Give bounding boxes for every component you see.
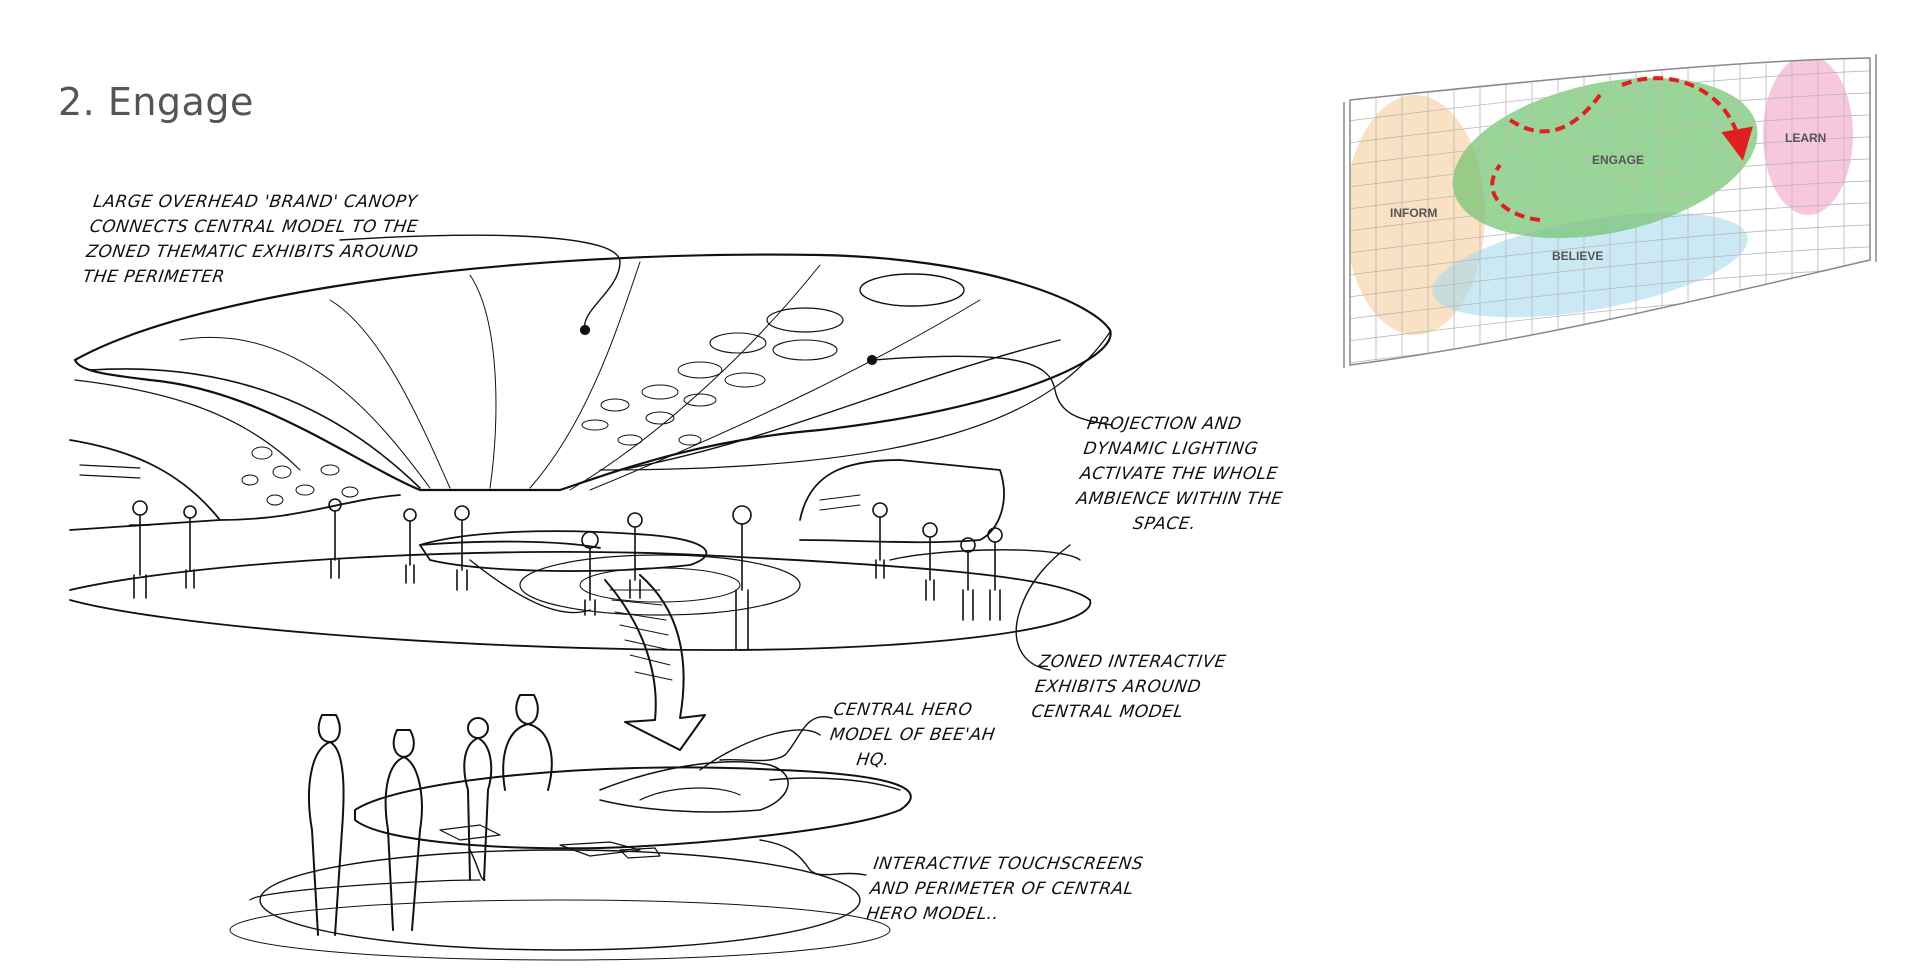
person <box>732 505 752 651</box>
people-closeup <box>308 694 553 936</box>
annotation-line: PROJECTION AND <box>1085 414 1243 434</box>
people-sketch <box>129 498 1003 651</box>
annotation-canopy: LARGE OVERHEAD 'BRAND' CANOPY CONNECTS C… <box>81 190 495 290</box>
grid-line <box>1350 91 1870 145</box>
annotation-touchscreens: INTERACTIVE TOUCHSCREENS AND PERIMETER O… <box>865 852 1206 927</box>
annotation-line: CONNECTS CENTRAL MODEL TO THE <box>88 217 420 237</box>
visitor-flow-arrow <box>1490 76 1740 222</box>
annotation-line: HERO MODEL.. <box>865 904 1001 924</box>
annotation-line: SPACE. <box>1131 514 1198 534</box>
grid-line <box>1350 113 1870 167</box>
annotation-line: ZONED INTERACTIVE <box>1037 652 1228 672</box>
annotation-line: EXHIBITS AROUND <box>1033 677 1203 697</box>
annotation-line: ZONED THEMATIC EXHIBITS AROUND <box>84 242 420 262</box>
annotation-line: INTERACTIVE TOUCHSCREENS <box>872 854 1145 874</box>
person <box>328 498 342 579</box>
perimeter-walls <box>69 439 1005 544</box>
annotation-line: DYNAMIC LIGHTING <box>1082 439 1260 459</box>
annotation-line: MODEL OF BEE'AH <box>828 725 997 745</box>
grid-line <box>1350 157 1870 211</box>
zone-map: INFORM ENGAGE LEARN BELIEVE <box>1343 54 1877 368</box>
zone-label-inform: INFORM <box>1390 206 1437 220</box>
person <box>627 512 643 599</box>
annotation-line: LARGE OVERHEAD 'BRAND' CANOPY <box>91 192 419 212</box>
central-model-sketch <box>419 530 708 614</box>
grid-line <box>1350 201 1870 255</box>
person <box>384 729 423 931</box>
grid-line <box>1350 223 1870 277</box>
grid-line <box>1350 179 1870 233</box>
grid-line <box>1350 355 1870 365</box>
annotation-line: CENTRAL HERO <box>832 700 974 720</box>
annotation-line: AND PERIMETER OF CENTRAL <box>868 879 1136 899</box>
annotation-zoned-exhibits: ZONED INTERACTIVE EXHIBITS AROUND CENTRA… <box>1030 650 1301 725</box>
zone-label-learn: LEARN <box>1785 131 1826 145</box>
annotation-line: AMBIENCE WITHIN THE <box>1075 489 1284 509</box>
annotation-hero-model: CENTRAL HERO MODEL OF BEE'AH HQ. <box>825 698 1036 773</box>
transition-arrow <box>604 574 706 751</box>
person <box>454 505 470 591</box>
grid-line <box>1350 135 1870 189</box>
grid-line <box>1350 69 1870 123</box>
leader-lines <box>339 234 1113 876</box>
grid-line <box>1350 245 1870 299</box>
annotation-projection: PROJECTION AND DYNAMIC LIGHTING ACTIVATE… <box>1071 412 1349 537</box>
page-title: 2. Engage <box>58 80 254 124</box>
person <box>581 531 599 616</box>
person <box>308 714 345 936</box>
hero-model-closeup <box>229 729 912 961</box>
person <box>129 500 151 599</box>
floor-rings <box>69 540 1092 651</box>
annotation-line: CENTRAL MODEL <box>1030 702 1185 722</box>
person <box>872 502 888 579</box>
annotation-line: ACTIVATE THE WHOLE <box>1078 464 1280 484</box>
zone-label-engage: ENGAGE <box>1592 153 1644 167</box>
person <box>502 694 553 791</box>
annotation-line: HQ. <box>855 750 892 770</box>
person <box>960 537 976 621</box>
annotation-line: THE PERIMETER <box>81 267 227 287</box>
person <box>183 505 197 589</box>
person <box>463 717 493 881</box>
person <box>987 527 1003 621</box>
zone-label-believe: BELIEVE <box>1552 249 1603 263</box>
zone-engage <box>1452 77 1758 239</box>
person <box>403 508 417 584</box>
person <box>922 522 938 601</box>
